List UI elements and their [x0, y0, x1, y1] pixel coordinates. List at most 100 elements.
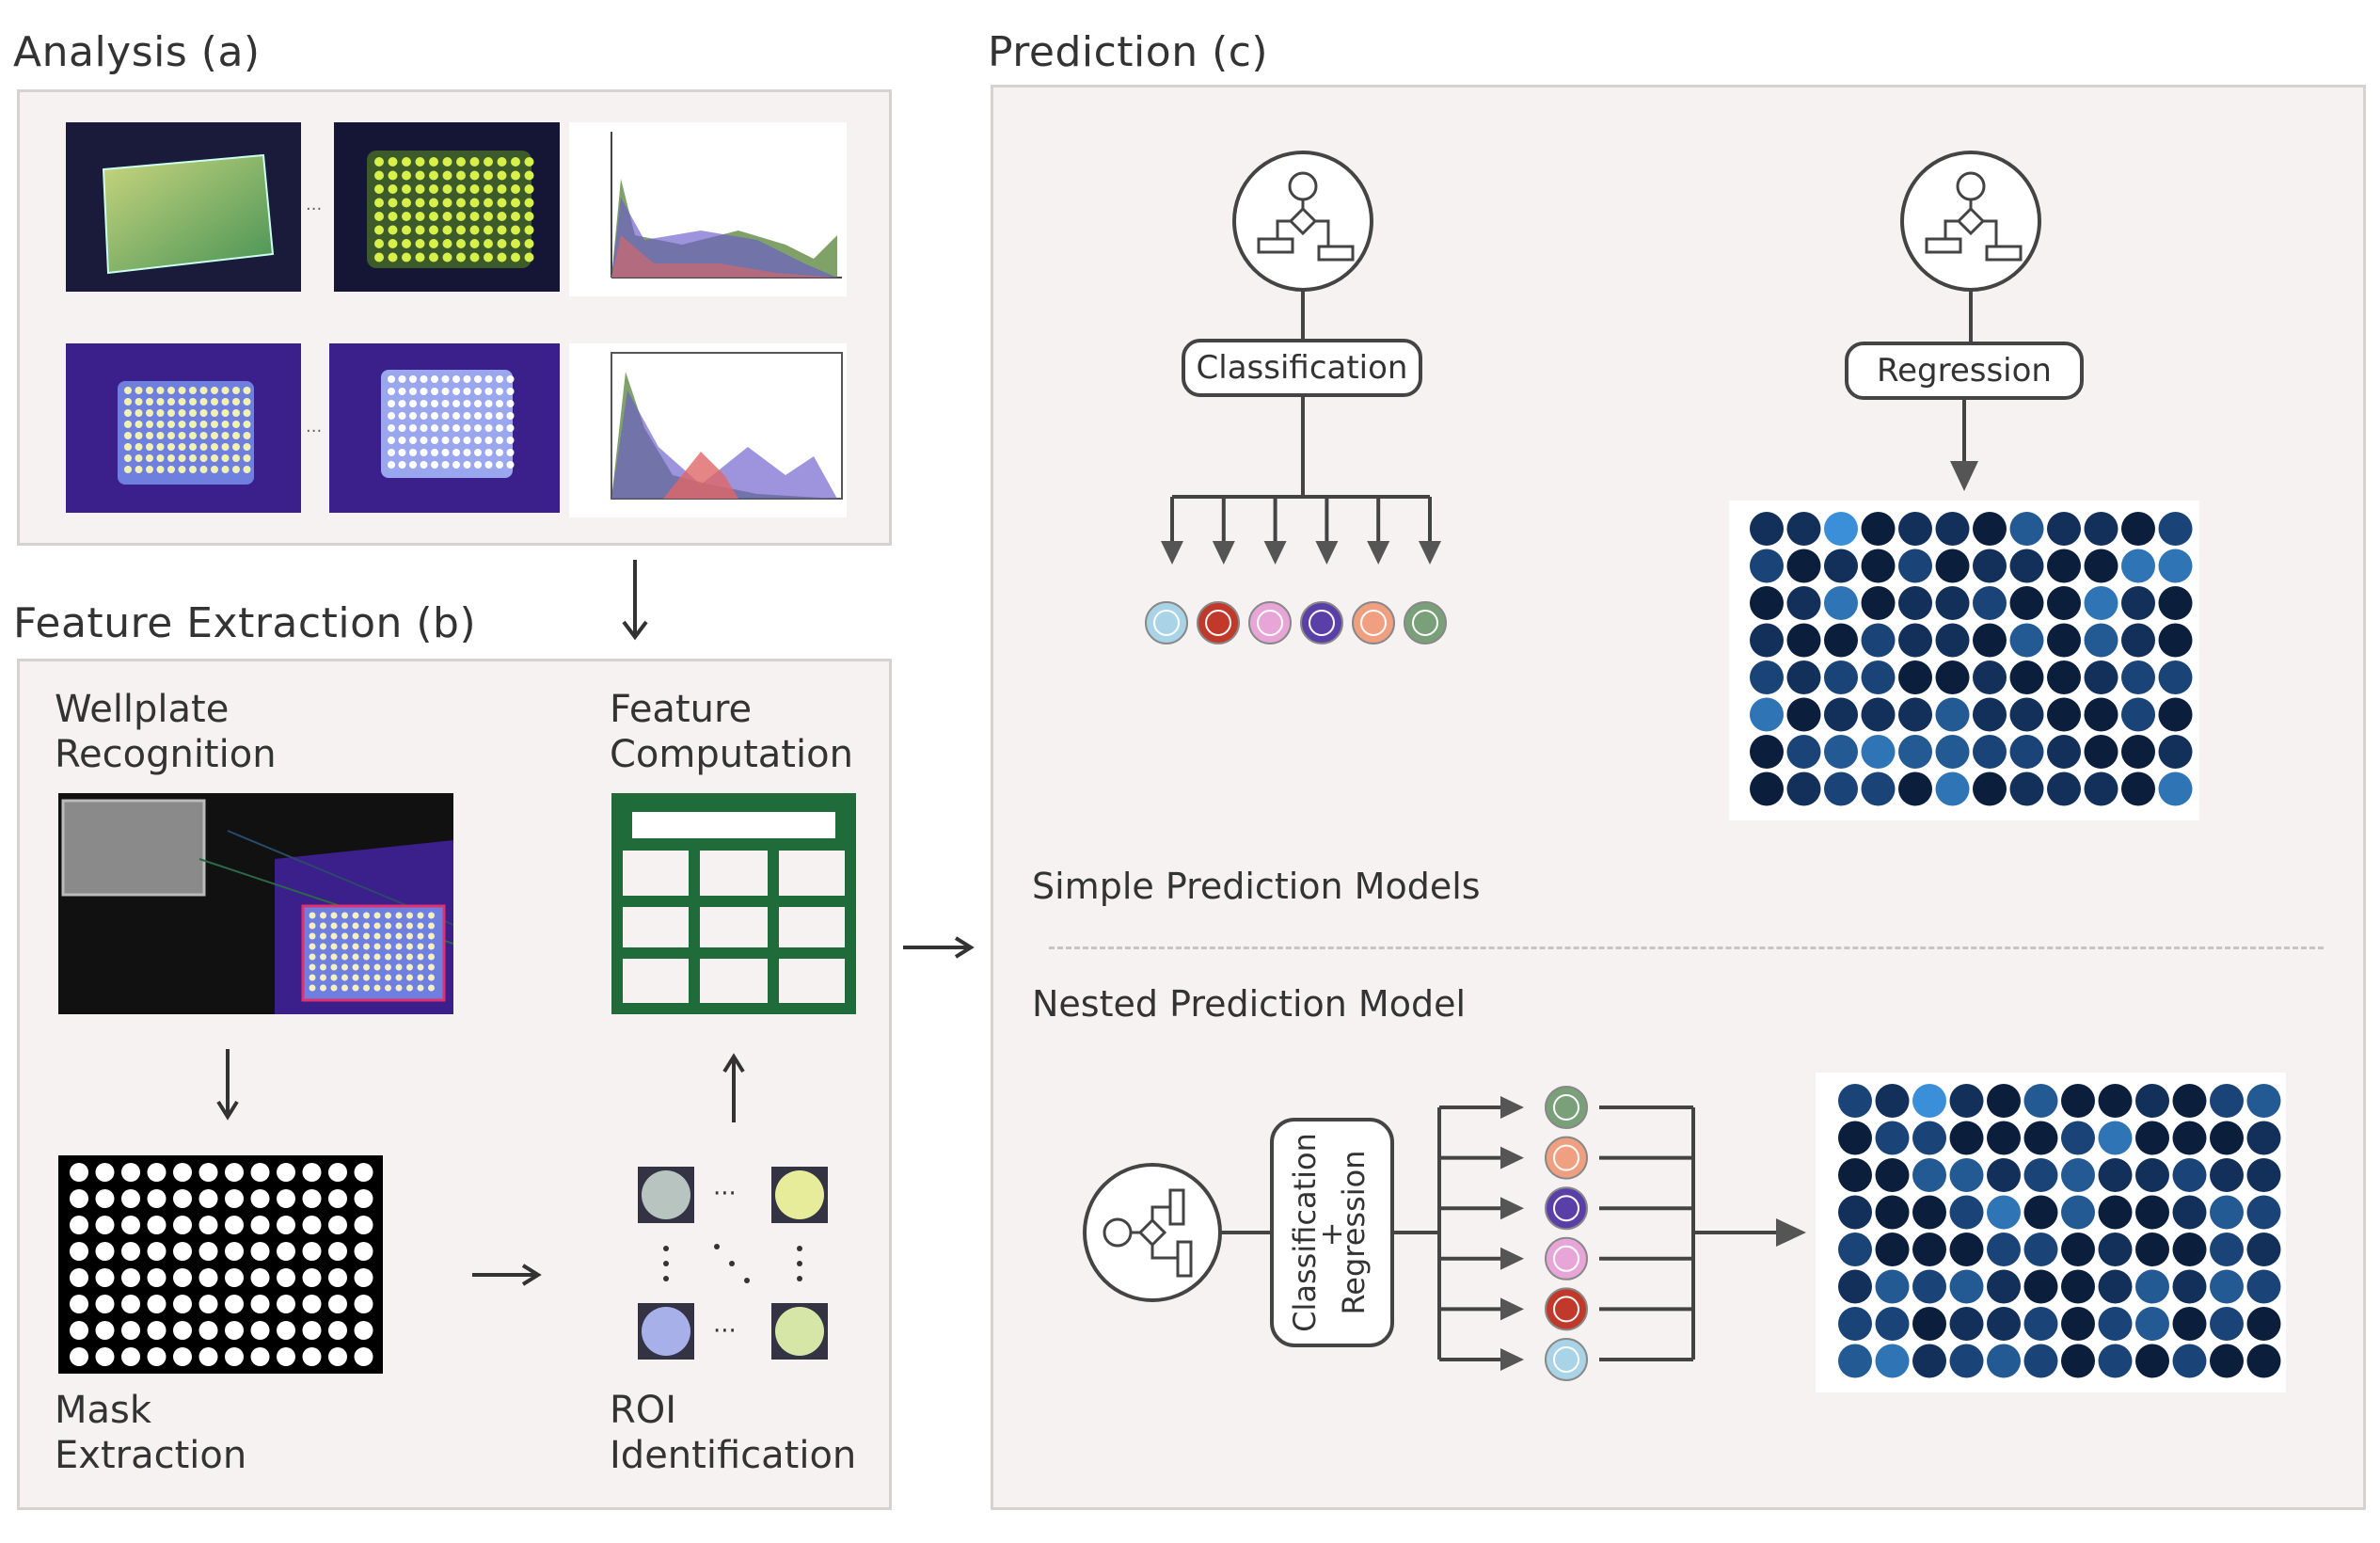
well-dot — [415, 239, 425, 248]
well-dot — [474, 424, 482, 432]
well-dot — [402, 170, 411, 181]
plate-well — [2047, 697, 2081, 732]
well-dot — [406, 953, 413, 961]
well-dot — [156, 398, 165, 406]
plate-well — [1898, 623, 1932, 658]
well-dot — [250, 1163, 270, 1182]
class-icon-inner — [1360, 610, 1387, 636]
plate-well — [2135, 1121, 2169, 1155]
class-arrow-head — [1212, 541, 1235, 565]
plate-well — [2158, 697, 2193, 732]
well-dot — [352, 943, 359, 950]
plate-well — [2158, 660, 2193, 694]
well-dot — [469, 252, 480, 262]
class-arrow-head — [1315, 541, 1339, 565]
plate-well — [1973, 697, 2007, 732]
plate-well — [1935, 586, 1970, 620]
well-dot — [363, 953, 370, 961]
well-dot — [497, 170, 507, 181]
plate-well — [1838, 1158, 1872, 1192]
well-dot — [277, 1163, 295, 1182]
well-dot — [330, 932, 338, 940]
well-dot — [524, 239, 534, 248]
histogram-1 — [569, 122, 847, 296]
plate-well — [2084, 512, 2118, 546]
well-dot — [95, 1268, 115, 1287]
well-dot — [496, 388, 503, 395]
well-dot — [456, 225, 466, 235]
well-dot — [506, 461, 515, 469]
well-dot — [354, 1347, 373, 1366]
well-dot — [135, 421, 143, 428]
well-dot — [225, 1242, 244, 1261]
well-dot — [484, 157, 493, 167]
well-dot — [497, 252, 507, 262]
well-dot — [232, 409, 240, 417]
plate-well — [1786, 512, 1821, 546]
well-dot — [173, 1163, 192, 1182]
plate-well — [1973, 735, 2007, 769]
well-dot — [354, 1163, 373, 1182]
well-dot — [250, 1242, 270, 1261]
well-dot — [354, 1189, 373, 1208]
well-dot — [221, 454, 230, 462]
well-dot — [352, 963, 359, 971]
well-dot — [428, 932, 435, 940]
well-dot — [167, 432, 175, 439]
well-dot — [352, 974, 359, 981]
well-dot — [441, 400, 450, 407]
well-dot — [441, 412, 450, 420]
well-dot — [178, 443, 186, 451]
well-dot — [417, 953, 424, 961]
plate-well — [1861, 586, 1896, 620]
well-dot — [484, 225, 493, 235]
well-dot — [95, 1242, 115, 1261]
down-arrow-icon — [622, 560, 648, 641]
plate-well — [1912, 1269, 1946, 1304]
class-icon-inner — [1153, 610, 1180, 636]
classification-label: Classification — [1197, 349, 1408, 387]
plate-well — [1973, 623, 2007, 658]
plate-well — [1973, 660, 2007, 694]
plate-well — [1973, 512, 2007, 546]
plate-well — [1987, 1121, 2021, 1155]
well-dot — [121, 1268, 140, 1287]
plate-well — [2084, 697, 2118, 732]
well-dot — [121, 1295, 140, 1313]
well-dot — [409, 461, 417, 469]
well-dot — [452, 424, 460, 432]
well-dot — [173, 1268, 192, 1287]
well-dot — [452, 375, 460, 383]
plate-well — [1949, 1121, 1984, 1155]
well-dot — [198, 1216, 218, 1234]
plate-well — [2084, 660, 2118, 694]
plate-well — [2009, 623, 2044, 658]
well-dot — [135, 454, 143, 462]
well-dot — [406, 943, 413, 950]
plate-well — [2023, 1084, 2058, 1118]
plate-well — [2210, 1121, 2244, 1155]
well-dot — [121, 1242, 140, 1261]
plate-well — [2098, 1158, 2133, 1192]
well-dot — [328, 1163, 347, 1182]
well-dot — [124, 387, 132, 394]
well-dot — [417, 963, 424, 971]
well-dot — [524, 252, 534, 262]
well-dot — [484, 198, 493, 208]
well-dot — [497, 239, 507, 248]
nested-class-icon-inner — [1553, 1296, 1579, 1323]
well-dot — [497, 212, 507, 221]
well-dot — [277, 1268, 295, 1287]
well-dot — [441, 449, 450, 456]
well-dot — [211, 409, 218, 417]
plate-well — [2135, 1158, 2169, 1192]
plate-well — [1898, 512, 1932, 546]
well-dot — [388, 170, 398, 181]
plate-well — [1912, 1195, 1946, 1230]
well-dot — [442, 212, 452, 221]
well-dot — [302, 1321, 322, 1340]
nested-class-icon-inner — [1553, 1144, 1579, 1171]
well-dot — [374, 198, 384, 208]
well-dot — [341, 984, 348, 992]
feature-extraction-panel — [17, 659, 892, 1510]
